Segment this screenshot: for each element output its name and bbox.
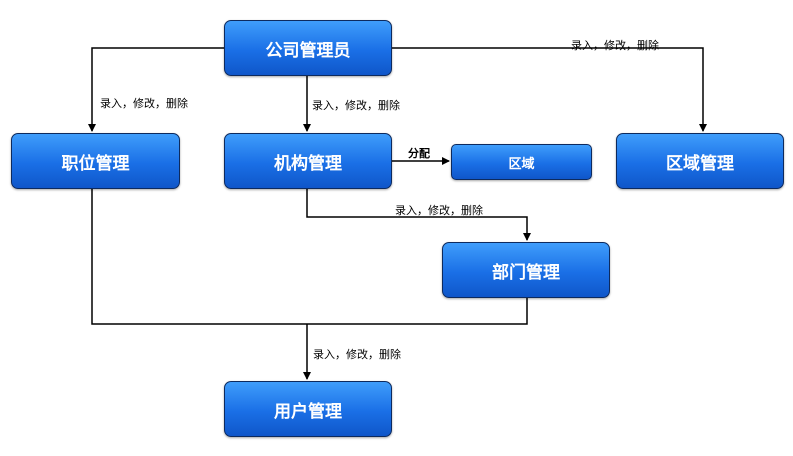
connector-admin-to-region-mgmt [391, 47, 707, 132]
edge-label-to-user: 录入，修改，删除 [313, 348, 401, 361]
edge-label-org-to-region: 分配 [408, 147, 430, 160]
edge-label-org-to-dept: 录入，修改，删除 [395, 204, 483, 217]
edge-label-admin-to-org: 录入，修改，删除 [312, 99, 400, 112]
node-region: 区域 [451, 144, 592, 180]
connector-position-to-merge [91, 189, 528, 325]
node-position-management: 职位管理 [11, 133, 180, 189]
node-org-management: 机构管理 [224, 133, 392, 189]
connector-admin-to-position [88, 47, 226, 132]
node-department-management: 部门管理 [442, 242, 610, 298]
node-user-management: 用户管理 [224, 381, 392, 437]
connector-org-to-dept [306, 189, 531, 241]
node-region-management: 区域管理 [616, 133, 784, 189]
node-company-admin: 公司管理员 [224, 20, 392, 76]
edge-label-admin-to-position: 录入，修改，删除 [100, 97, 188, 110]
edge-label-admin-to-region-mgmt: 录入，修改，删除 [571, 39, 659, 52]
